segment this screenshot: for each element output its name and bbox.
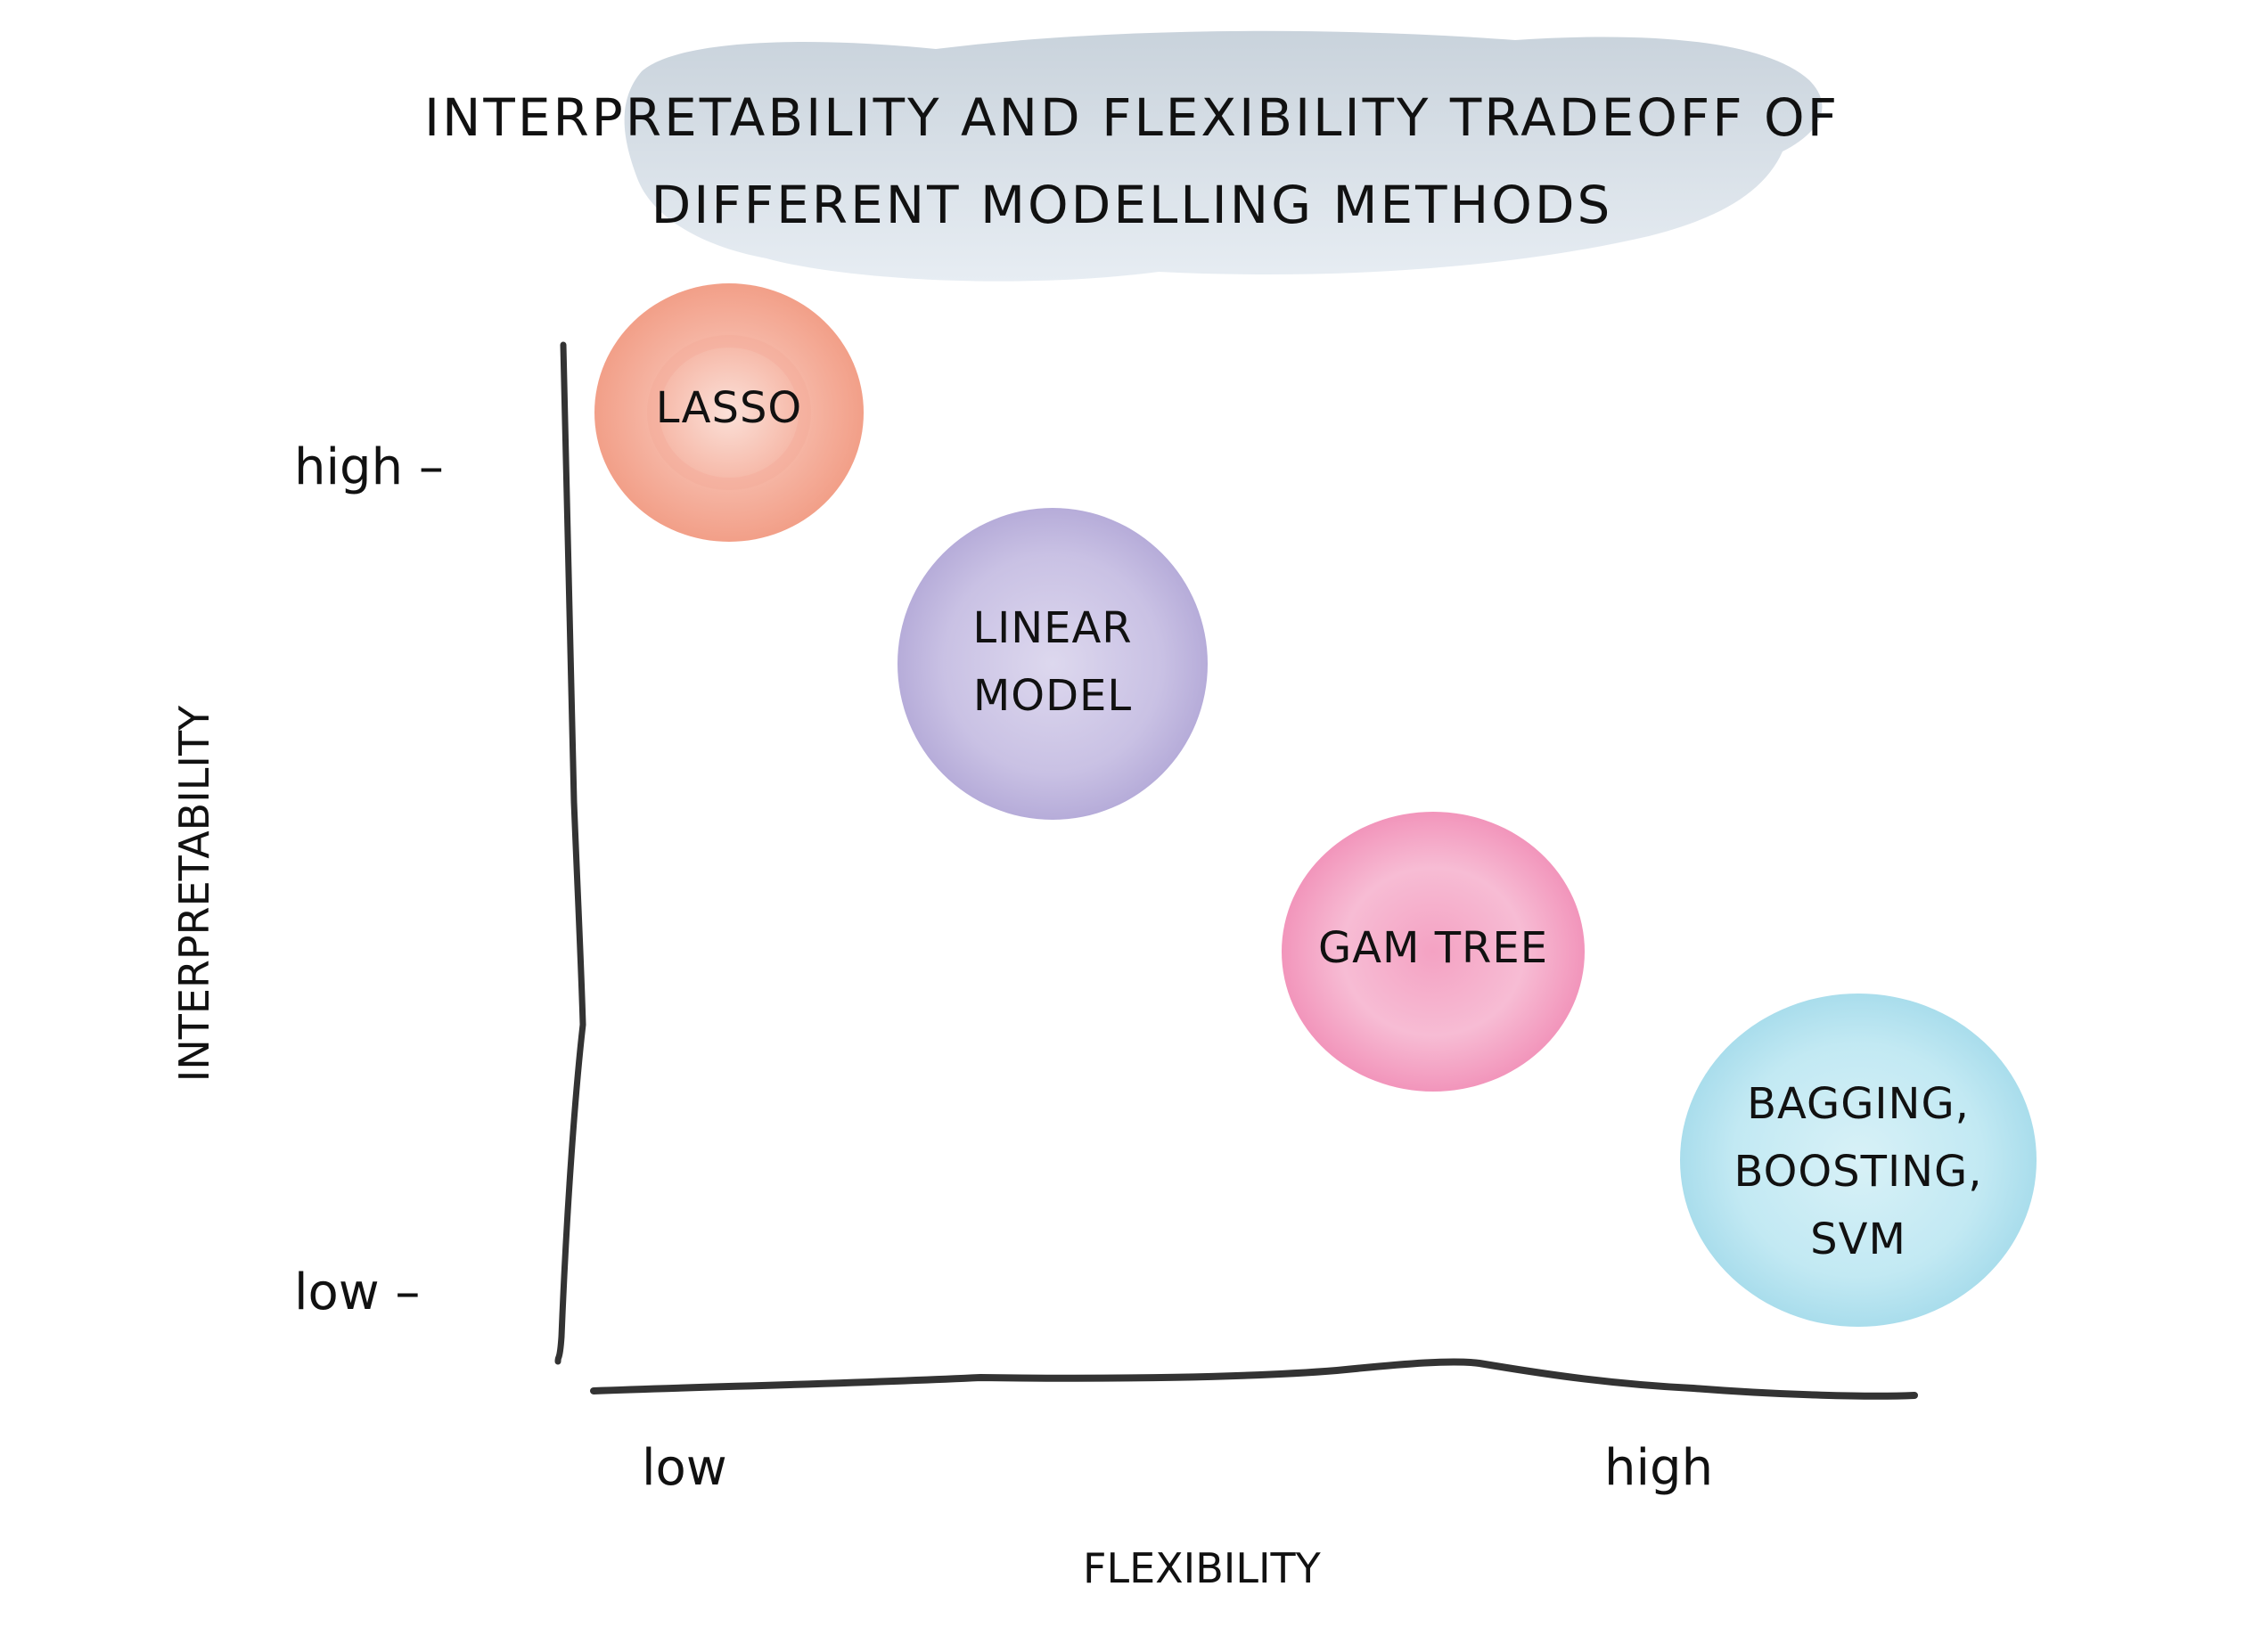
method-label-line: LINEAR [972, 603, 1133, 653]
method-label-line: BOOSTING, [1734, 1147, 1983, 1197]
method-label-linear-model: LINEAR MODEL [919, 594, 1186, 730]
x-tick-low: low [642, 1439, 727, 1497]
y-tick-high: high – [294, 438, 444, 496]
method-label-line: BAGGING, [1747, 1079, 1970, 1129]
method-label-gam-tree: GAM TREE [1255, 914, 1611, 982]
bubble-gam-tree [1282, 812, 1585, 1092]
x-tick-high: high [1604, 1439, 1714, 1497]
method-label-line: GAM TREE [1317, 923, 1549, 973]
method-label-lasso: LASSO [595, 374, 863, 442]
method-label-line: MODEL [972, 671, 1133, 721]
y-axis-label: INTERPRETABILITY [170, 705, 218, 1083]
bubble-lasso [594, 283, 864, 542]
title-line-1: INTERPRETABILITY AND FLEXIBILITY TRADEOF… [423, 87, 1840, 148]
title-line-2: DIFFERENT MODELLING METHODS [651, 175, 1613, 235]
method-label-line: LASSO [655, 383, 803, 433]
y-axis-line [554, 341, 586, 1365]
title-banner [624, 30, 1823, 282]
x-axis-label: FLEXIBILITY [1083, 1544, 1321, 1592]
method-label-line: SVM [1810, 1214, 1906, 1264]
bubble-linear-model [898, 508, 1208, 820]
x-axis-line [590, 1358, 1918, 1400]
bubble-bagging-boosting-svm [1680, 994, 2037, 1327]
bubble-lasso-ring [647, 335, 811, 490]
y-tick-low: low – [294, 1264, 421, 1321]
method-label-bagging-boosting-svm: BAGGING, BOOSTING, SVM [1680, 1070, 2037, 1273]
